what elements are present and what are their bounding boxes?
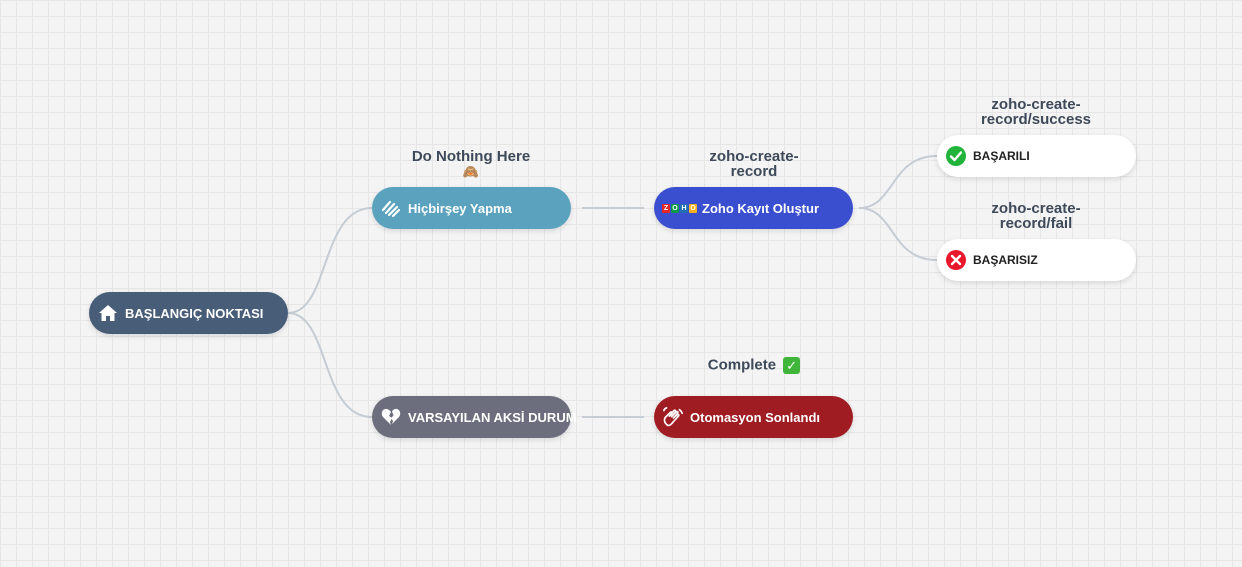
node-automation-end-label: Otomasyon Sonlandı [690, 409, 821, 425]
edge-zoho-to-success [858, 155, 938, 209]
check-circle-icon [945, 145, 967, 167]
caption-zoho-create: zoho-create- record [709, 148, 799, 180]
node-do-nothing-label: Hiçbirşey Yapma [408, 200, 512, 216]
caption-success: zoho-create- record/success [980, 96, 1092, 128]
node-do-nothing[interactable]: Hiçbirşey Yapma [372, 187, 571, 229]
zoho-logo-icon: Z O H O [662, 203, 697, 213]
edge-start-to-default [287, 312, 373, 418]
edge-zoho-to-fail [858, 207, 938, 261]
broken-heart-icon [380, 406, 402, 428]
see-no-evil-monkey-icon: 🙈 [462, 164, 480, 179]
node-fail[interactable]: BAŞARISIZ [937, 239, 1136, 281]
caption-complete: Complete ✓ [674, 357, 834, 374]
home-icon [97, 302, 119, 324]
caption-do-nothing: Do Nothing Here 🙈 [391, 149, 551, 179]
node-automation-end[interactable]: Otomasyon Sonlandı [654, 396, 853, 438]
hand-stop-icon [380, 197, 402, 219]
node-zoho-create[interactable]: Z O H O Zoho Kayıt Oluştur [654, 187, 853, 229]
node-success[interactable]: BAŞARILI [937, 135, 1136, 177]
node-start[interactable]: BAŞLANGIÇ NOKTASI [89, 292, 288, 334]
node-zoho-create-label: Zoho Kayıt Oluştur [702, 200, 819, 216]
node-success-label: BAŞARILI [973, 149, 1030, 163]
waving-hand-icon [662, 406, 684, 428]
node-fail-label: BAŞARISIZ [973, 253, 1038, 267]
node-start-label: BAŞLANGIÇ NOKTASI [125, 305, 264, 321]
x-circle-icon [945, 249, 967, 271]
check-mark-icon: ✓ [783, 357, 801, 374]
caption-fail: zoho-create- record/fail [991, 200, 1081, 232]
node-default-fallback[interactable]: VARSAYILAN AKSİ DURUM [372, 396, 577, 438]
edge-start-to-do-nothing [287, 207, 373, 314]
node-default-fallback-label: VARSAYILAN AKSİ DURUM [408, 409, 577, 425]
